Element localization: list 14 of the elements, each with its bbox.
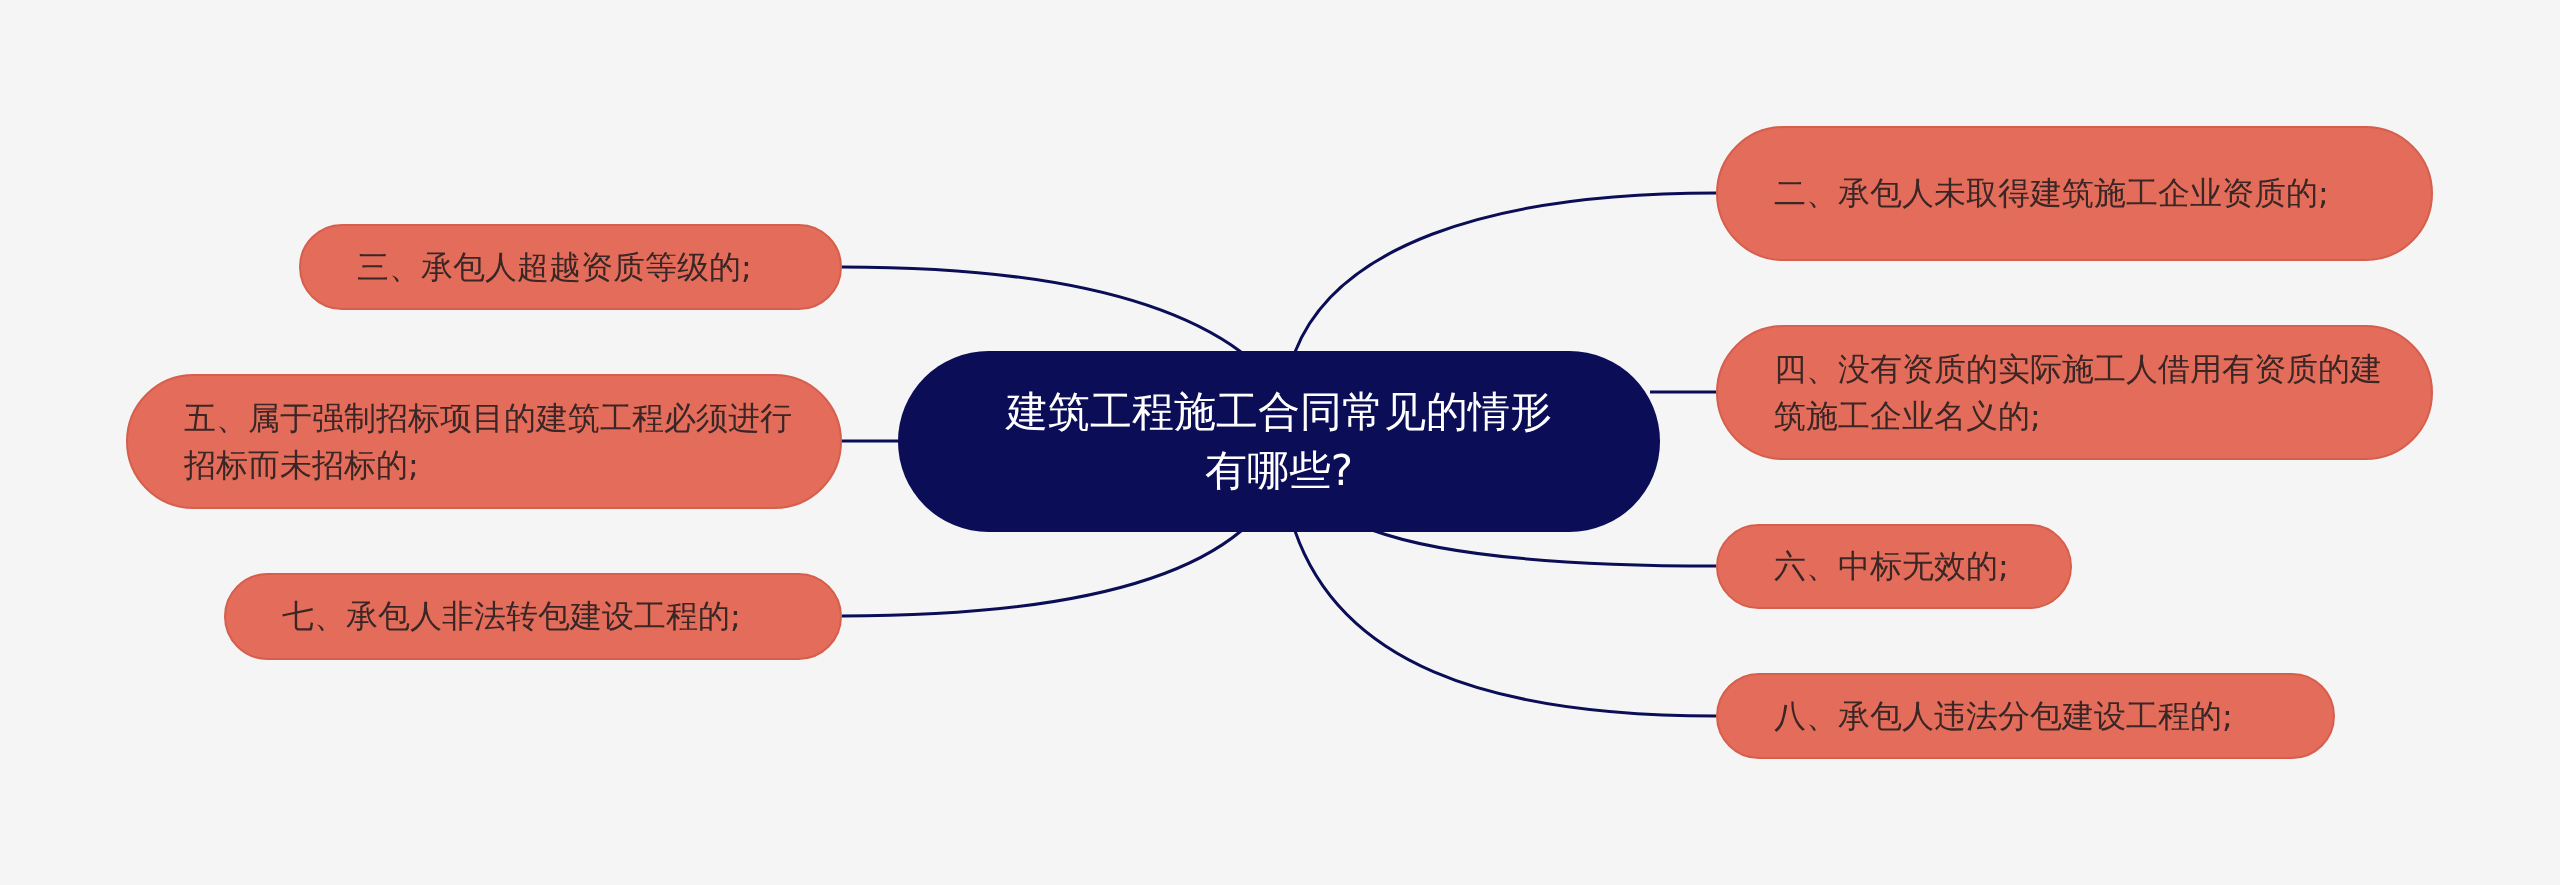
connector-line xyxy=(842,439,898,443)
connector-line xyxy=(1650,390,1716,394)
topic-box: 七、承包人非法转包建设工程的; xyxy=(224,573,842,660)
topic-box: 五、属于强制招标项目的建筑工程必须进行招标而未招标的; xyxy=(126,374,842,509)
connector-line xyxy=(1293,530,1717,718)
central-topic: 建筑工程施工合同常见的情形有哪些? xyxy=(898,351,1660,532)
connector-line xyxy=(842,529,1242,618)
topic-box: 八、承包人违法分包建设工程的; xyxy=(1716,673,2335,759)
connector-line xyxy=(1293,191,1717,353)
topic-box: 四、没有资质的实际施工人借用有资质的建筑施工企业名义的; xyxy=(1716,325,2433,460)
topic-box: 三、承包人超越资质等级的; xyxy=(299,224,842,310)
topic-box: 六、中标无效的; xyxy=(1716,524,2072,609)
topic-box: 二、承包人未取得建筑施工企业资质的; xyxy=(1716,126,2433,261)
connector-line xyxy=(842,265,1242,354)
